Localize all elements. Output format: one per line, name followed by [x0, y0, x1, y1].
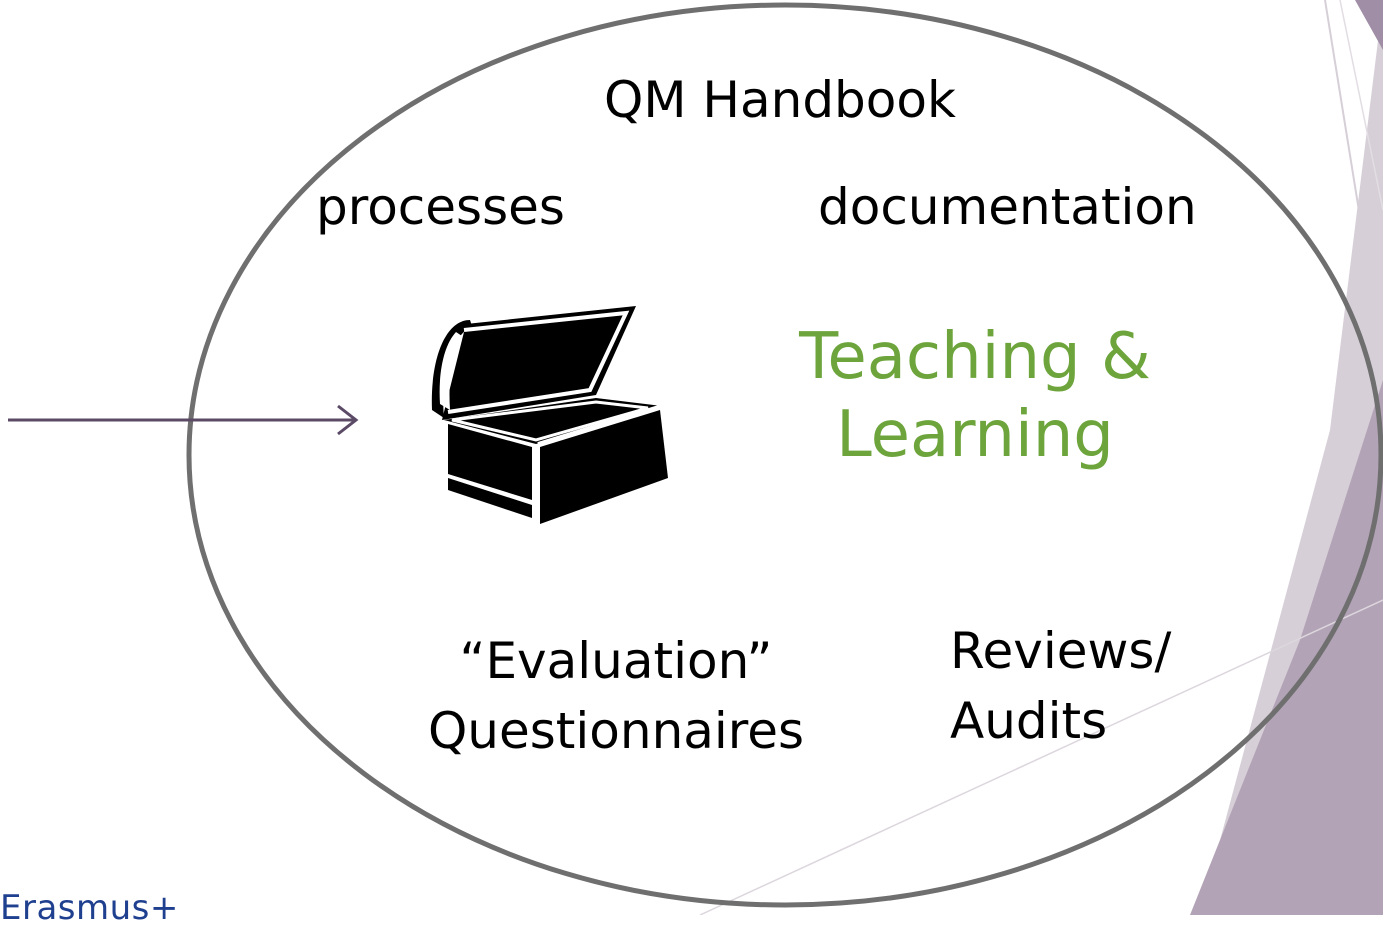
label-evaluation-questionnaires: “Evaluation” Questionnaires: [396, 626, 836, 766]
evaluation-line-1: “Evaluation”: [459, 632, 773, 690]
facet-line-2: [1339, 0, 1383, 211]
facet-purple-top: [1355, 0, 1383, 50]
scope-ellipse: [186, 2, 1383, 908]
label-teaching-learning: Teaching & Learning: [760, 318, 1190, 474]
teaching-line-1: Teaching &: [799, 320, 1151, 394]
input-arrow: [8, 404, 359, 436]
decorative-facets: [699, 0, 1383, 915]
treasure-chest-icon: [431, 306, 668, 524]
facet-line-1: [1324, 0, 1383, 361]
label-processes: processes: [316, 178, 565, 236]
label-reviews-audits: Reviews/ Audits: [950, 616, 1171, 756]
facet-purple: [1190, 380, 1383, 915]
facet-line-3: [699, 599, 1383, 915]
label-documentation: documentation: [818, 178, 1197, 236]
evaluation-line-2: Questionnaires: [427, 702, 805, 760]
teaching-line-2: Learning: [836, 398, 1114, 473]
reviews-line-2: Audits: [950, 692, 1108, 750]
diagram-title: QM Handbook: [604, 71, 956, 129]
reviews-line-1: Reviews/: [950, 622, 1172, 680]
erasmus-logo-text: Erasmus+: [0, 888, 179, 928]
